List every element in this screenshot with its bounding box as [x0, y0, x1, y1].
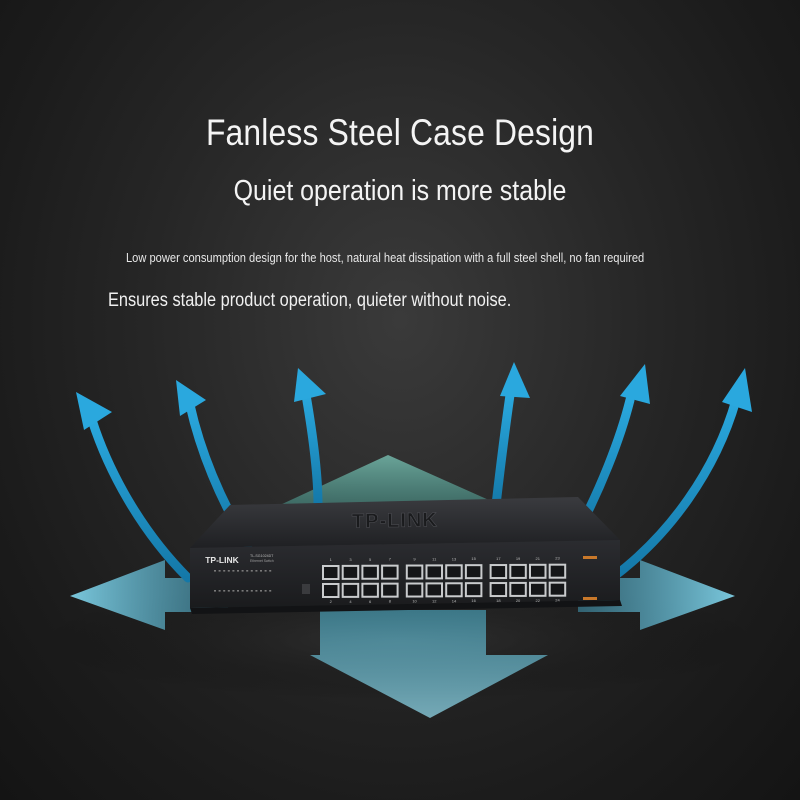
- port-socket: [447, 584, 461, 596]
- status-led: [227, 590, 230, 592]
- port-number: 12: [432, 598, 437, 603]
- status-led: [269, 590, 272, 592]
- port-number: 10: [412, 599, 417, 604]
- status-led: [250, 590, 253, 592]
- status-leds: [214, 570, 272, 592]
- port-number: 24: [555, 598, 560, 603]
- port-socket: [511, 583, 525, 595]
- port-number: 21: [536, 556, 541, 561]
- page-subtitle: Quiet operation is more stable: [233, 175, 567, 207]
- status-led: [260, 570, 262, 572]
- page-title: Fanless Steel Case Design: [205, 112, 595, 153]
- port-number: 13: [452, 556, 457, 561]
- status-led: [264, 570, 267, 572]
- status-led: [241, 590, 244, 592]
- model-label: TL-SG1024DT: [250, 554, 274, 558]
- port-socket: [324, 585, 338, 596]
- port-socket: [531, 583, 545, 595]
- port-number: 20: [516, 598, 521, 603]
- port-socket: [363, 566, 377, 578]
- status-led: [246, 570, 249, 572]
- port-socket: [324, 567, 338, 578]
- status-led: [260, 590, 262, 592]
- port-number: 5: [369, 557, 372, 562]
- port-socket: [427, 584, 441, 596]
- brand-logo: TP-LINK: [205, 555, 239, 565]
- teal-arrow-down: [310, 610, 548, 718]
- model-sublabel: Ethernet Switch: [250, 559, 274, 563]
- status-led: [223, 570, 226, 572]
- status-led: [241, 570, 244, 572]
- port-socket: [383, 566, 397, 578]
- description-large: Ensures stable product operation, quiete…: [108, 290, 512, 311]
- port-number: 1: [330, 557, 333, 562]
- port-socket: [343, 584, 358, 596]
- port-number: 7: [389, 557, 392, 562]
- status-led: [237, 570, 239, 572]
- port-number: 8: [389, 599, 392, 604]
- port-socket: [407, 566, 422, 578]
- status-led: [223, 590, 226, 592]
- port-socket: [550, 565, 565, 577]
- port-socket: [531, 565, 545, 577]
- status-led: [250, 570, 253, 572]
- port-socket: [407, 584, 422, 596]
- port-number: 15: [471, 556, 476, 561]
- port-socket: [491, 566, 506, 578]
- port-socket: [447, 566, 461, 578]
- status-led: [264, 590, 267, 592]
- port-socket: [343, 566, 358, 578]
- status-led: [255, 570, 258, 572]
- status-led: [246, 590, 249, 592]
- port-number: 18: [496, 598, 501, 603]
- port-socket: [466, 584, 481, 596]
- port-number: 23: [555, 556, 560, 561]
- port-socket: [383, 584, 397, 596]
- status-led: [232, 570, 235, 572]
- network-switch: TP-LINK TP-LINK TL-SG1024DT Ethernet Swi…: [190, 497, 622, 614]
- status-led: [218, 570, 221, 572]
- status-led: [255, 590, 258, 592]
- teal-arrow-right: [578, 560, 735, 630]
- port-socket: [427, 566, 441, 578]
- status-led: [214, 570, 216, 572]
- port-number: 16: [471, 598, 476, 603]
- port-number: 6: [369, 599, 372, 604]
- port-number: 9: [413, 557, 416, 562]
- status-led: [227, 570, 230, 572]
- port-socket: [550, 583, 565, 595]
- description-small: Low power consumption design for the hos…: [126, 251, 645, 265]
- port-socket: [363, 584, 377, 596]
- port-number: 4: [349, 599, 352, 604]
- port-number: 2: [330, 599, 333, 604]
- teal-arrow-left: [70, 560, 228, 630]
- port-socket: [466, 566, 481, 578]
- status-led: [232, 590, 235, 592]
- port-number: 3: [349, 557, 352, 562]
- status-led: [237, 590, 239, 592]
- port-number: 19: [516, 556, 521, 561]
- status-led: [214, 590, 216, 592]
- port-number: 17: [496, 556, 501, 561]
- port-number: 14: [452, 598, 457, 603]
- port-number: 22: [536, 598, 541, 603]
- ethernet-ports: [322, 563, 567, 598]
- status-led: [218, 590, 221, 592]
- port-number: 11: [432, 556, 437, 561]
- status-led: [269, 570, 272, 572]
- lid-logo: TP-LINK: [352, 509, 438, 532]
- blue-arrow-heads: [76, 362, 752, 430]
- port-socket: [511, 565, 525, 577]
- port-socket: [491, 584, 506, 596]
